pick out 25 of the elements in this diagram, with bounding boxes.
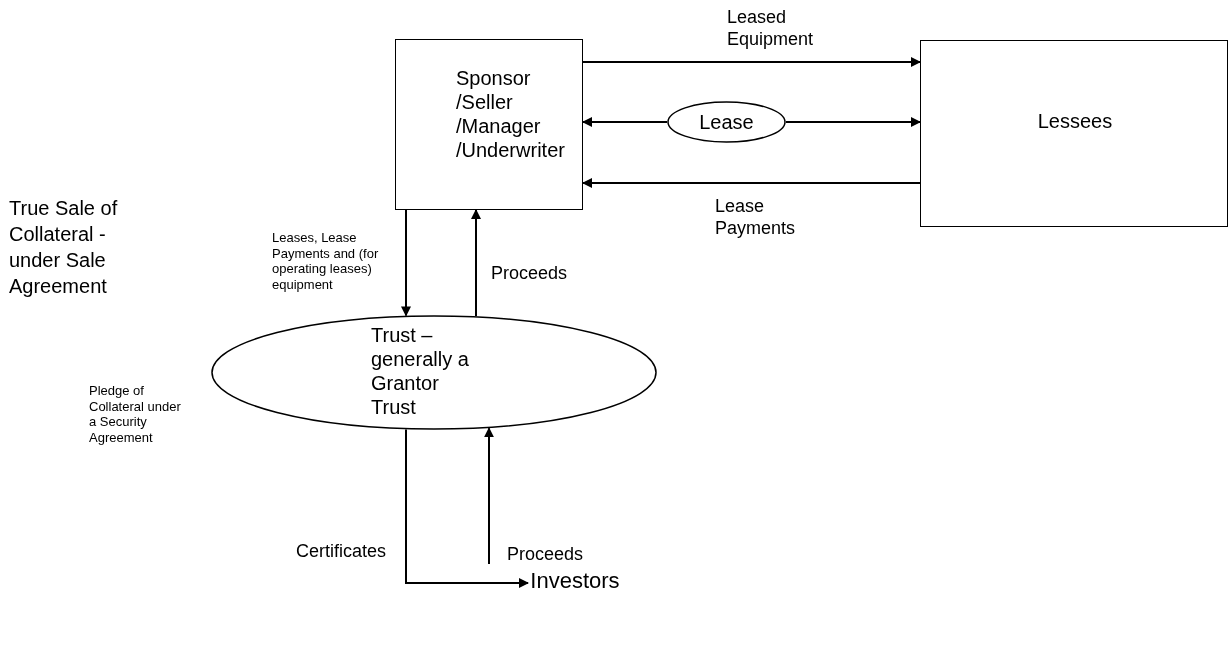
arrow [582,57,921,67]
arrow [785,117,921,127]
node-text: Lessees [1036,109,1114,133]
text-label: Investors [528,564,622,600]
oval-node [667,101,786,143]
node-text: Sponsor /Seller /Manager /Underwriter [456,66,566,162]
edge-label: Proceeds [491,263,569,285]
oval-node [211,315,657,430]
note-text: Pledge of Collateral under a Security Agreement [89,383,181,446]
note-text: True Sale of Collateral - under Sale Agreement [9,196,119,299]
edge-label: Leased Equipment [727,7,815,51]
arrow [484,427,494,565]
edge-label: Certificates [296,541,388,563]
node-text: Trust – generally a Grantor Trust [371,323,470,419]
arrow [582,178,921,188]
arrow [471,209,481,318]
arrow [405,428,529,588]
process-box [395,39,583,210]
edge-label: Lease Payments [715,196,797,240]
arrow [582,117,668,127]
edge-label: Proceeds [507,544,585,566]
arrow [401,209,411,317]
process-box [920,40,1228,227]
edge-label: Leases, Lease Payments and (for operating leases) equipment [272,230,380,293]
node-text: Lease [698,110,755,134]
